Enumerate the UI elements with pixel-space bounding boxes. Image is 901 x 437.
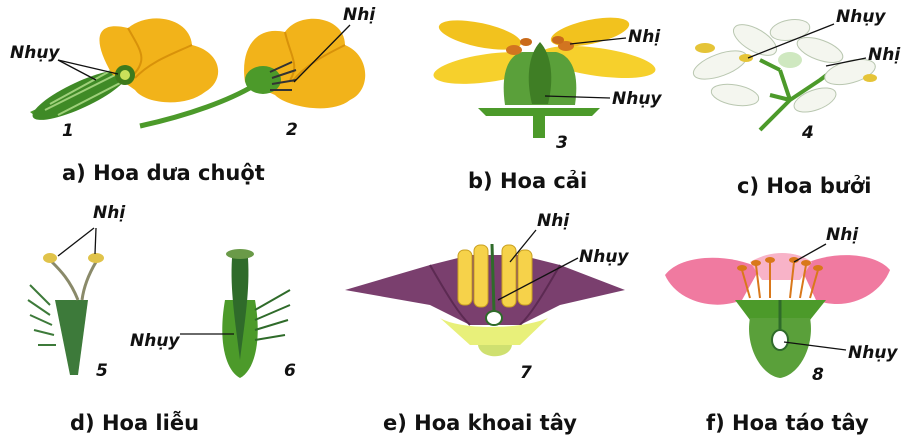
label-pistil: Nhụy: [848, 343, 898, 363]
figure-a-cucumber: Nhụy Nhị 1 2 a) Hoa dưa chuột: [10, 5, 376, 185]
caption-d: d) Hoa liễu: [70, 411, 199, 435]
pomelo-flower-cluster-illustration: [690, 17, 878, 130]
label-pistil: Nhụy: [10, 43, 60, 63]
figure-f-apple: Nhị Nhụy 8 f) Hoa táo tây: [665, 225, 898, 435]
label-pistil: Nhụy: [836, 7, 886, 27]
label-pistil: Nhụy: [579, 247, 629, 267]
figure-number: 8: [812, 365, 824, 385]
label-stamen: Nhị: [868, 45, 901, 65]
caption-c: c) Hoa bưởi: [737, 174, 871, 198]
figure-number: 4: [801, 123, 814, 143]
label-stamen: Nhị: [343, 5, 376, 25]
figure-e-potato: Nhị Nhụy 7 e) Hoa khoai tây: [345, 211, 629, 435]
caption-a: a) Hoa dưa chuột: [62, 161, 265, 185]
figure-number: 7: [520, 363, 532, 383]
caption-f: f) Hoa táo tây: [706, 411, 869, 435]
label-stamen: Nhị: [537, 211, 570, 231]
figure-number: 6: [284, 361, 296, 381]
label-stamen: Nhị: [826, 225, 859, 245]
figure-b-mustard: Nhị Nhụy 3 b) Hoa cải: [432, 12, 663, 193]
label-pistil: Nhụy: [130, 331, 180, 351]
caption-b: b) Hoa cải: [468, 169, 587, 193]
willow-female-flower-illustration: [222, 249, 290, 378]
figure-d-willow: Nhị Nhụy 5 6 d) Hoa liễu: [28, 203, 296, 435]
figure-c-pomelo: Nhụy Nhị 4 c) Hoa bưởi: [690, 7, 901, 198]
figure-number: 3: [556, 133, 568, 153]
label-stamen: Nhị: [628, 27, 661, 47]
mustard-flower-illustration: [432, 12, 658, 138]
figure-number: 1: [62, 121, 74, 141]
label-pistil: Nhụy: [612, 89, 662, 109]
figure-number: 5: [96, 361, 108, 381]
figure-number: 2: [286, 120, 298, 140]
caption-e: e) Hoa khoai tây: [383, 411, 577, 435]
willow-male-flower-illustration: [28, 253, 104, 375]
label-stamen: Nhị: [93, 203, 126, 223]
